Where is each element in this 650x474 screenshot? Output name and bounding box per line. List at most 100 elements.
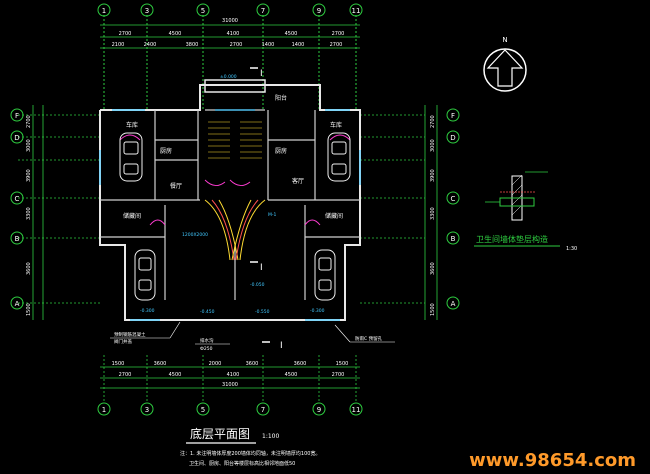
- room-garage-right: 车库: [330, 121, 342, 129]
- bottom-dim-row2: 2700 4500 4100 4500 2700: [119, 372, 345, 378]
- building-outline: [99, 79, 361, 321]
- north-arrow: N: [483, 36, 527, 92]
- elev-entry: ±0.000: [220, 74, 237, 80]
- bottom-dim-r2-4: 2700: [332, 372, 345, 378]
- room-dining: 餐厅: [170, 182, 182, 190]
- top-dim-r2-6: 2700: [330, 42, 343, 48]
- room-storage-left: 储藏间: [123, 212, 141, 220]
- detail-wall-base: [485, 171, 548, 221]
- left-dim-texts: 2700 3000 3900 3300 3600 1500: [26, 115, 32, 316]
- bottom-dim-r2-2: 4100: [227, 372, 240, 378]
- axis-label-top-1: 1: [102, 7, 106, 15]
- bottom-dim-row1: 1500 3600 2000 3600 3600 1500: [112, 361, 349, 367]
- section-markers: [250, 67, 270, 343]
- curved-stair: [204, 199, 266, 261]
- bottom-dim-r2-3: 4500: [285, 372, 298, 378]
- axis-label-bottom-3: 3: [145, 406, 149, 414]
- leader-lines: [110, 321, 395, 345]
- drawing-scale: 1:100: [262, 433, 279, 440]
- top-axis-bubbles: 1 3 5 7 9 11: [97, 3, 363, 17]
- section-label-bottom: I: [280, 341, 283, 351]
- right-dim-4: 3600: [430, 262, 436, 275]
- elev-garage: -0.300: [140, 308, 155, 314]
- top-dim-r2-0: 2100: [112, 42, 125, 48]
- axis-label-right-D: D: [450, 134, 455, 142]
- bottom-dim-r1-1: 3600: [154, 361, 167, 367]
- right-dim-1: 3000: [430, 139, 436, 152]
- right-dimension-lines: [424, 105, 438, 320]
- top-dim-row2: 2100 2400 3800 2700 1400 1400 2700: [112, 42, 343, 48]
- note-right: 防雨C 预留孔: [355, 335, 383, 342]
- right-axis-lines: [360, 114, 425, 304]
- axis-label-top-5: 5: [201, 7, 205, 15]
- bottom-dimension-lines: [100, 366, 360, 389]
- area-label: 1200X2000: [182, 232, 208, 238]
- left-dim-5: 1500: [26, 303, 32, 316]
- note-line-2: 卫生间、厨房、阳台等楼层标高比相邻地面低50: [189, 460, 295, 467]
- room-labels: 厨房 餐厅 客厅 储藏间 储藏间 厨房 车库 车库 阳台: [123, 94, 343, 220]
- axis-label-right-C: C: [451, 195, 456, 203]
- top-dim-r1-3: 4500: [285, 31, 298, 37]
- top-dimension-lines: [100, 24, 360, 49]
- axis-label-right-B: B: [451, 235, 456, 243]
- left-dim-4: 3600: [26, 262, 32, 275]
- section-label-top: I: [260, 69, 263, 79]
- windows: [99, 109, 361, 321]
- left-dim-0: 2700: [26, 115, 32, 128]
- left-dim-3: 3300: [26, 207, 32, 220]
- right-dim-0: 2700: [430, 115, 436, 128]
- right-dim-5: 1500: [430, 303, 436, 316]
- door-label: M-1: [268, 212, 277, 218]
- axis-label-left-B: B: [15, 235, 20, 243]
- detail-title: 卫生间墙体垫层构造: [476, 234, 548, 244]
- axis-label-right-F: F: [451, 112, 455, 120]
- watermark: www.98654.com: [469, 450, 636, 471]
- bottom-dim-r1-0: 1500: [112, 361, 125, 367]
- top-dim-r2-4: 1400: [262, 42, 275, 48]
- bottom-dim-r2-1: 4500: [169, 372, 182, 378]
- bottom-axis-bubbles: 1 3 5 7 9 11: [97, 402, 363, 416]
- axis-label-left-A: A: [15, 300, 20, 308]
- axis-label-top-3: 3: [145, 7, 149, 15]
- room-kitchen: 厨房: [160, 147, 172, 155]
- axis-label-bottom-11: 11: [352, 406, 361, 414]
- top-dim-r2-1: 2400: [144, 42, 157, 48]
- room-living: 客厅: [292, 177, 304, 185]
- door-swings: [119, 134, 351, 226]
- top-dim-r2-2: 3800: [186, 42, 199, 48]
- left-dim-2: 3900: [26, 169, 32, 182]
- axis-label-left-F: F: [15, 112, 19, 120]
- elev-outdoor: -0.450: [200, 309, 215, 315]
- bottom-dim-r1-3: 3600: [246, 361, 259, 367]
- left-axis-lines: [18, 114, 100, 304]
- note-left-2: 阀门井盖: [114, 338, 132, 345]
- top-dim-r2-3: 2700: [230, 42, 243, 48]
- left-dim-1: 3000: [26, 139, 32, 152]
- axis-label-bottom-5: 5: [201, 406, 205, 414]
- leader-notes: 预制钢筋混凝土 阀门井盖 排水沟 Ф250 防雨C 预留孔: [114, 331, 383, 352]
- axis-label-top-11: 11: [352, 7, 361, 15]
- axis-label-right-A: A: [451, 300, 456, 308]
- top-overall-dim: 31000: [222, 18, 238, 24]
- bottom-dim-r1-5: 1500: [336, 361, 349, 367]
- detail-scale: 1:30: [566, 246, 577, 252]
- room-terrace: 阳台: [275, 94, 287, 102]
- elev-mid: -0.050: [250, 282, 265, 288]
- bottom-overall-dim: 31000: [222, 382, 238, 388]
- north-label: N: [502, 36, 507, 44]
- top-dim-r1-0: 2700: [119, 31, 132, 37]
- axis-label-top-9: 9: [317, 7, 321, 15]
- axis-label-bottom-1: 1: [102, 406, 106, 414]
- drawing-title: 底层平面图: [190, 426, 250, 441]
- top-dim-row1: 2700 4500 4100 4500 2700: [119, 31, 345, 37]
- top-dim-r1-2: 4100: [227, 31, 240, 37]
- drain-label: 排水沟: [200, 337, 214, 344]
- right-dim-2: 3900: [430, 169, 436, 182]
- axis-label-bottom-9: 9: [317, 406, 321, 414]
- right-dim-3: 3300: [430, 207, 436, 220]
- elevation-labels: ±0.000 -0.300 -0.300 -0.450 -0.550 -0.05…: [140, 74, 325, 315]
- elev-lower: -0.550: [255, 309, 270, 315]
- bottom-dim-r1-4: 3600: [294, 361, 307, 367]
- car-garage-right-upper: [327, 132, 351, 182]
